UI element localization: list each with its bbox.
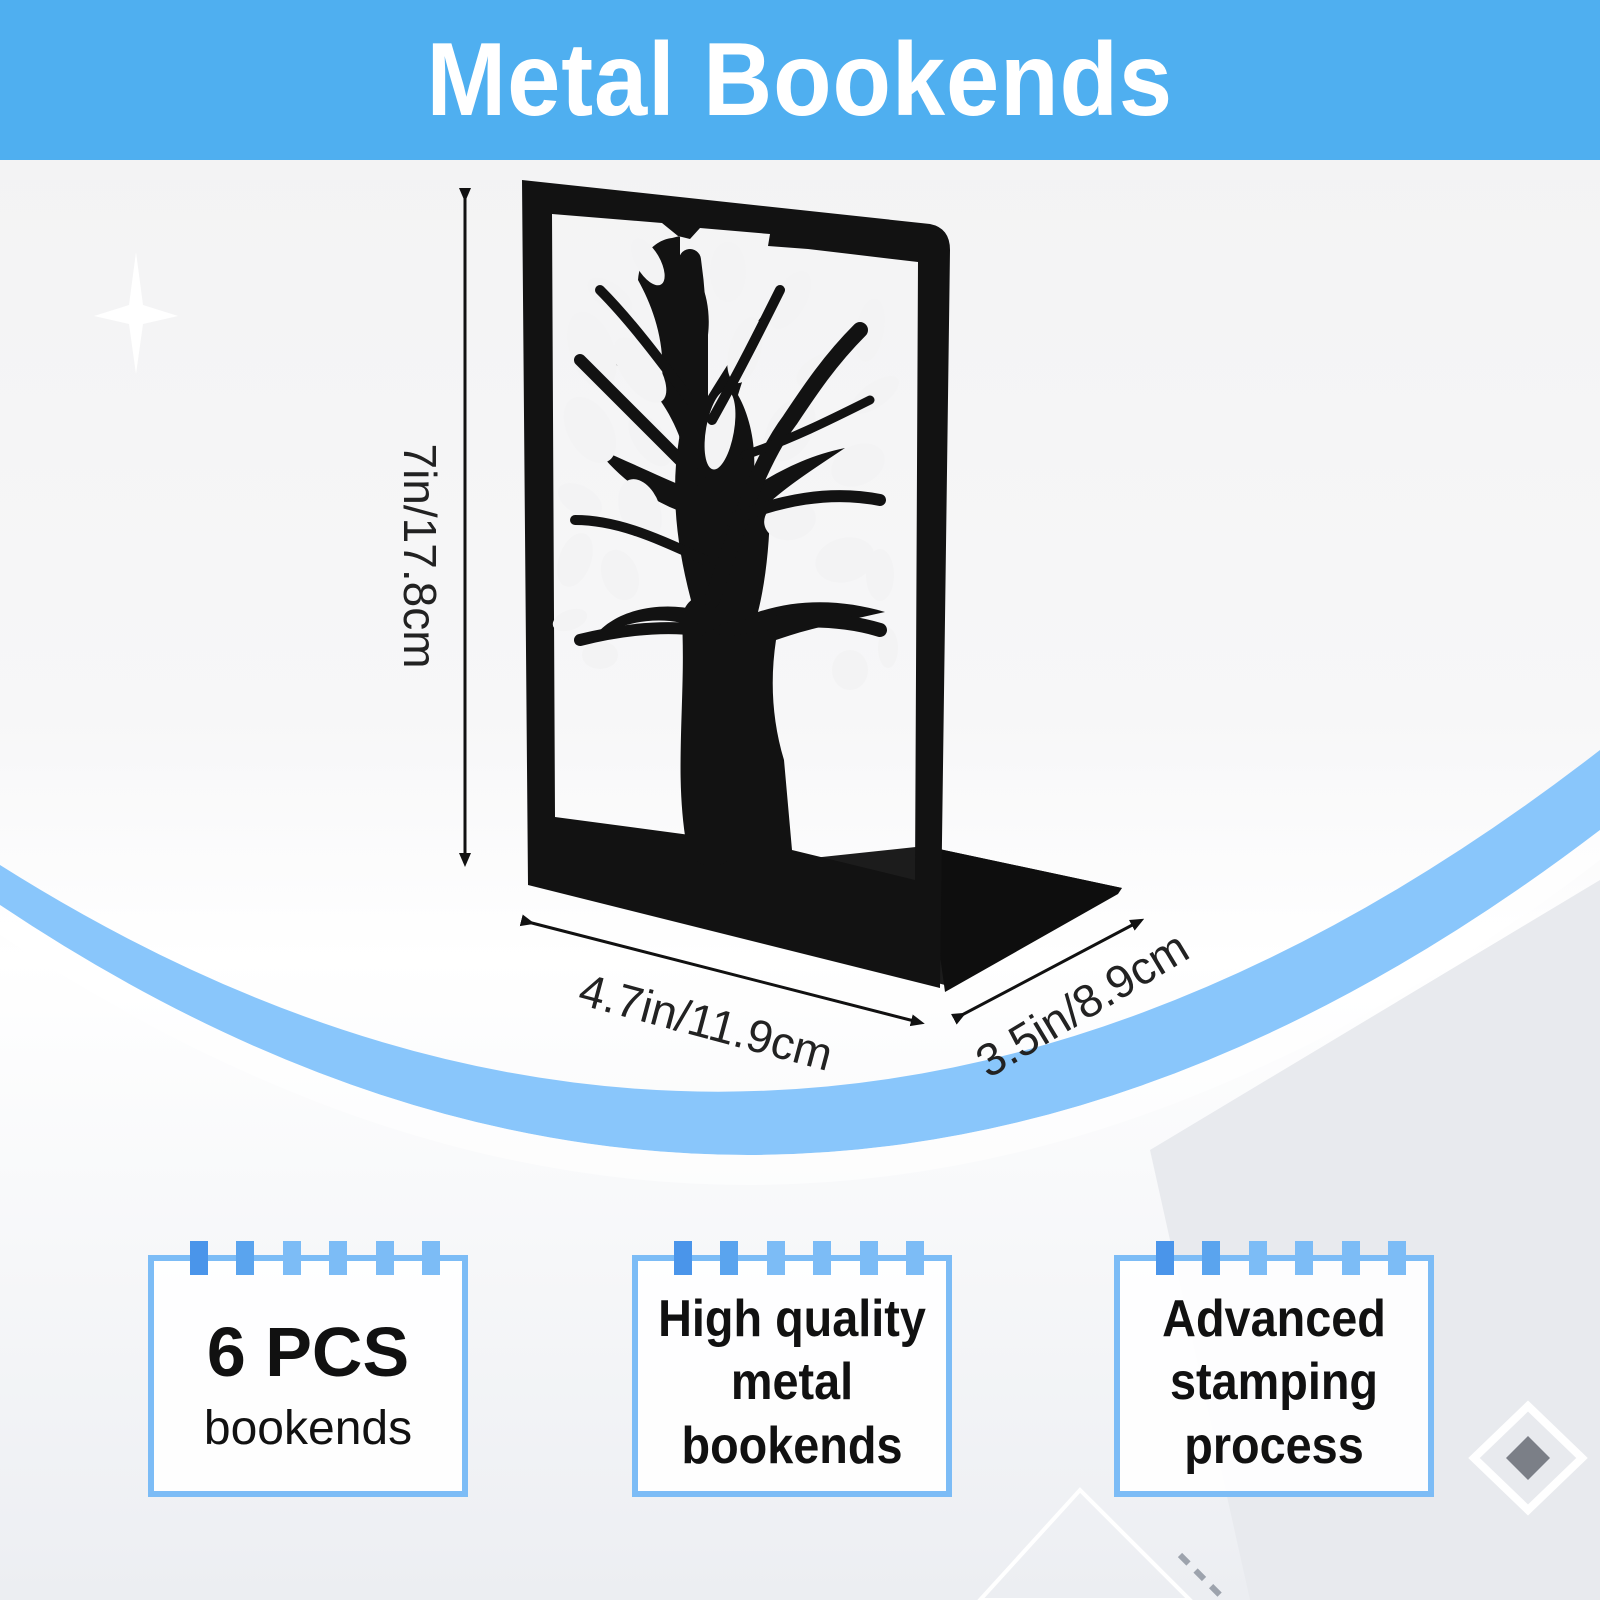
quality-text: High quality metal bookends — [658, 1289, 926, 1475]
notebook-rings — [190, 1241, 440, 1275]
process-text: Advanced stamping process — [1162, 1289, 1386, 1475]
depth-arrow — [951, 918, 1145, 1025]
page-title: Metal Bookends — [426, 21, 1174, 138]
quantity-unit: bookends — [203, 1401, 413, 1455]
height-label: 7in/17.8cm — [394, 443, 446, 669]
feature-card-quantity: 6 PCS bookends — [148, 1241, 468, 1497]
arc-band — [0, 750, 1600, 1155]
sparkle-icon — [94, 252, 178, 374]
background-outline — [977, 1487, 1193, 1600]
feature-card-quality: High quality metal bookends — [632, 1241, 952, 1497]
notebook-rings — [674, 1241, 924, 1275]
bookend-panel — [522, 180, 950, 988]
quantity-value: 6 PCS — [206, 1312, 410, 1391]
header-banner: Metal Bookends — [0, 0, 1600, 160]
tree-branches — [570, 249, 887, 866]
width-arrow — [519, 914, 925, 1027]
tree-leaves — [552, 238, 899, 690]
notebook-rings — [1156, 1241, 1406, 1275]
feature-card-process: Advanced stamping process — [1114, 1241, 1434, 1497]
diamond-icon — [1468, 1400, 1588, 1516]
dashed-line — [1177, 1552, 1228, 1600]
